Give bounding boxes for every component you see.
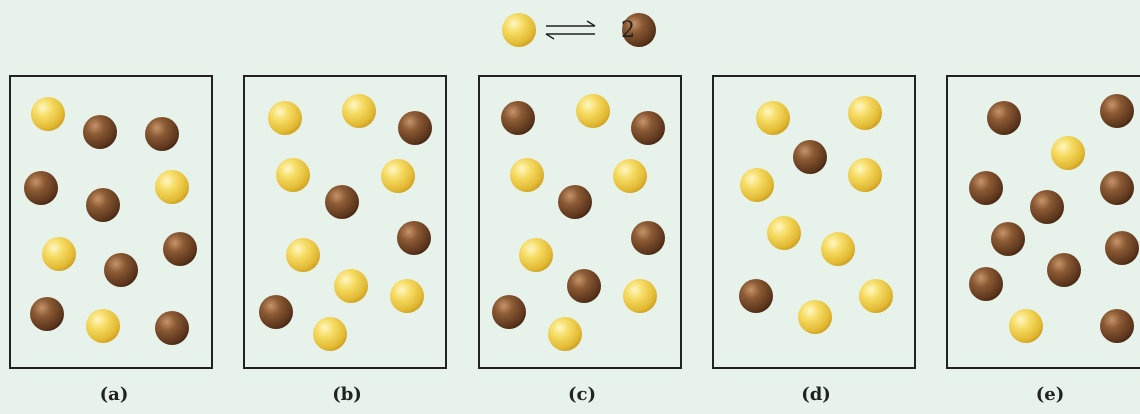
brown-sphere — [1030, 190, 1064, 224]
equation: 2 — [500, 10, 670, 50]
panel-frame — [478, 75, 682, 369]
panel-label-c: (c) — [568, 384, 596, 405]
brown-sphere — [83, 115, 117, 149]
brown-sphere — [86, 188, 120, 222]
yellow-sphere — [519, 238, 553, 272]
yellow-sphere — [276, 158, 310, 192]
yellow-sphere — [155, 170, 189, 204]
brown-sphere — [739, 279, 773, 313]
brown-sphere — [1047, 253, 1081, 287]
product-coefficient: 2 — [621, 18, 635, 43]
yellow-sphere — [31, 97, 65, 131]
equilibrium-arrows-icon — [545, 20, 596, 40]
panel-label-d: (d) — [801, 384, 831, 405]
brown-sphere — [969, 267, 1003, 301]
yellow-sphere — [859, 279, 893, 313]
yellow-sphere — [740, 168, 774, 202]
yellow-sphere — [1051, 136, 1085, 170]
yellow-sphere — [756, 101, 790, 135]
yellow-sphere — [390, 279, 424, 313]
panel-frame — [946, 75, 1140, 369]
yellow-sphere — [313, 317, 347, 351]
panel-frame — [243, 75, 447, 369]
yellow-sphere — [381, 159, 415, 193]
panel-label-b: (b) — [332, 384, 362, 405]
brown-sphere — [492, 295, 526, 329]
panel-label-a: (a) — [99, 384, 129, 405]
yellow-sphere — [334, 269, 368, 303]
brown-sphere — [104, 253, 138, 287]
brown-sphere — [1105, 231, 1139, 265]
brown-sphere — [325, 185, 359, 219]
panels — [9, 75, 1140, 369]
reaction-equation — [502, 13, 656, 47]
product-brown-sphere — [622, 13, 656, 47]
brown-sphere — [501, 101, 535, 135]
panel-a — [9, 75, 213, 369]
brown-sphere — [259, 295, 293, 329]
brown-sphere — [155, 311, 189, 345]
brown-sphere — [631, 111, 665, 145]
panel-frame — [712, 75, 916, 369]
brown-sphere — [631, 221, 665, 255]
brown-sphere — [397, 221, 431, 255]
yellow-sphere — [623, 279, 657, 313]
yellow-sphere — [613, 159, 647, 193]
brown-sphere — [24, 171, 58, 205]
yellow-sphere — [510, 158, 544, 192]
brown-sphere — [567, 269, 601, 303]
yellow-sphere — [268, 101, 302, 135]
brown-sphere — [558, 185, 592, 219]
panel-c — [478, 75, 682, 369]
yellow-sphere — [798, 300, 832, 334]
yellow-sphere — [342, 94, 376, 128]
brown-sphere — [1100, 171, 1134, 205]
brown-sphere — [987, 101, 1021, 135]
panel-e — [946, 75, 1140, 369]
panel-frame — [9, 75, 213, 369]
brown-sphere — [969, 171, 1003, 205]
brown-sphere — [30, 297, 64, 331]
panel-b — [243, 75, 447, 369]
reactant-yellow-sphere — [502, 13, 536, 47]
brown-sphere — [145, 117, 179, 151]
panel-d — [712, 75, 916, 369]
yellow-sphere — [576, 94, 610, 128]
yellow-sphere — [86, 309, 120, 343]
yellow-sphere — [767, 216, 801, 250]
brown-sphere — [1100, 94, 1134, 128]
yellow-sphere — [548, 317, 582, 351]
yellow-sphere — [42, 237, 76, 271]
brown-sphere — [398, 111, 432, 145]
brown-sphere — [793, 140, 827, 174]
yellow-sphere — [286, 238, 320, 272]
yellow-sphere — [848, 96, 882, 130]
brown-sphere — [1100, 309, 1134, 343]
brown-sphere — [991, 222, 1025, 256]
panel-label-e: (e) — [1035, 384, 1065, 405]
brown-sphere — [163, 232, 197, 266]
yellow-sphere — [848, 158, 882, 192]
yellow-sphere — [1009, 309, 1043, 343]
yellow-sphere — [821, 232, 855, 266]
